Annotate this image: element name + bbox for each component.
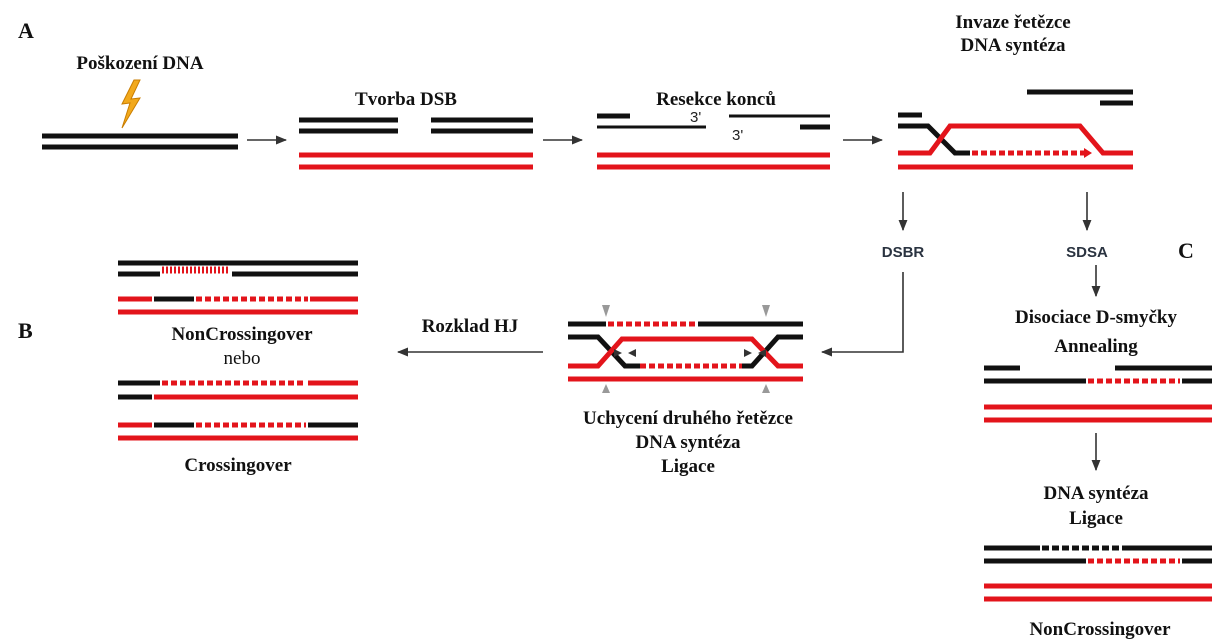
dissociation-label-line2: Annealing — [1054, 336, 1138, 357]
capture-label-line3: Ligace — [661, 456, 715, 477]
step-damage: Poškození DNA — [42, 53, 238, 147]
invasion-label-line2: DNA syntéza — [960, 35, 1066, 56]
sdsa-label: SDSA — [1066, 244, 1108, 261]
arrow-to-hj — [822, 272, 903, 352]
double-holliday-junction — [568, 305, 803, 393]
sdsa-noncrossover-label: NonCrossingover — [1029, 619, 1171, 640]
step-invasion: Invaze řetězce DNA syntéza — [898, 12, 1133, 167]
dsbr-label: DSBR — [882, 244, 925, 261]
panel-label-a: A — [18, 18, 34, 43]
damage-label: Poškození DNA — [76, 53, 203, 74]
dsbr-noncrossover-label: NonCrossingover — [171, 324, 313, 345]
sdsa-annealing-product — [984, 368, 1212, 420]
capture-label-line1: Uchycení druhého řetězce — [583, 408, 793, 429]
dsb-label: Tvorba DSB — [355, 89, 457, 110]
crossover-label: Crossingover — [184, 455, 292, 476]
capture-label-line2: DNA syntéza — [635, 432, 741, 453]
step-dsb: Tvorba DSB — [299, 89, 533, 167]
three-prime-bottom: 3' — [732, 127, 743, 144]
resolution-label: Rozklad HJ — [422, 316, 519, 337]
dsbr-crossover-product — [118, 383, 358, 438]
or-label: nebo — [224, 348, 261, 369]
sdsa-synthesis-line1: DNA syntéza — [1043, 483, 1149, 504]
step-resection: Resekce konců 3' 3' — [597, 89, 830, 167]
three-prime-top: 3' — [690, 109, 701, 126]
panel-label-c: C — [1178, 238, 1194, 263]
sdsa-noncrossover-product — [984, 548, 1212, 599]
dsbr-noncrossover-product — [118, 263, 358, 312]
lightning-icon — [122, 80, 140, 128]
resection-label: Resekce konců — [656, 89, 776, 110]
dissociation-label-line1: Disociace D-smyčky — [1015, 307, 1177, 328]
invasion-label-line1: Invaze řetězce — [955, 12, 1071, 33]
panel-label-b: B — [18, 318, 33, 343]
sdsa-synthesis-line2: Ligace — [1069, 508, 1123, 529]
